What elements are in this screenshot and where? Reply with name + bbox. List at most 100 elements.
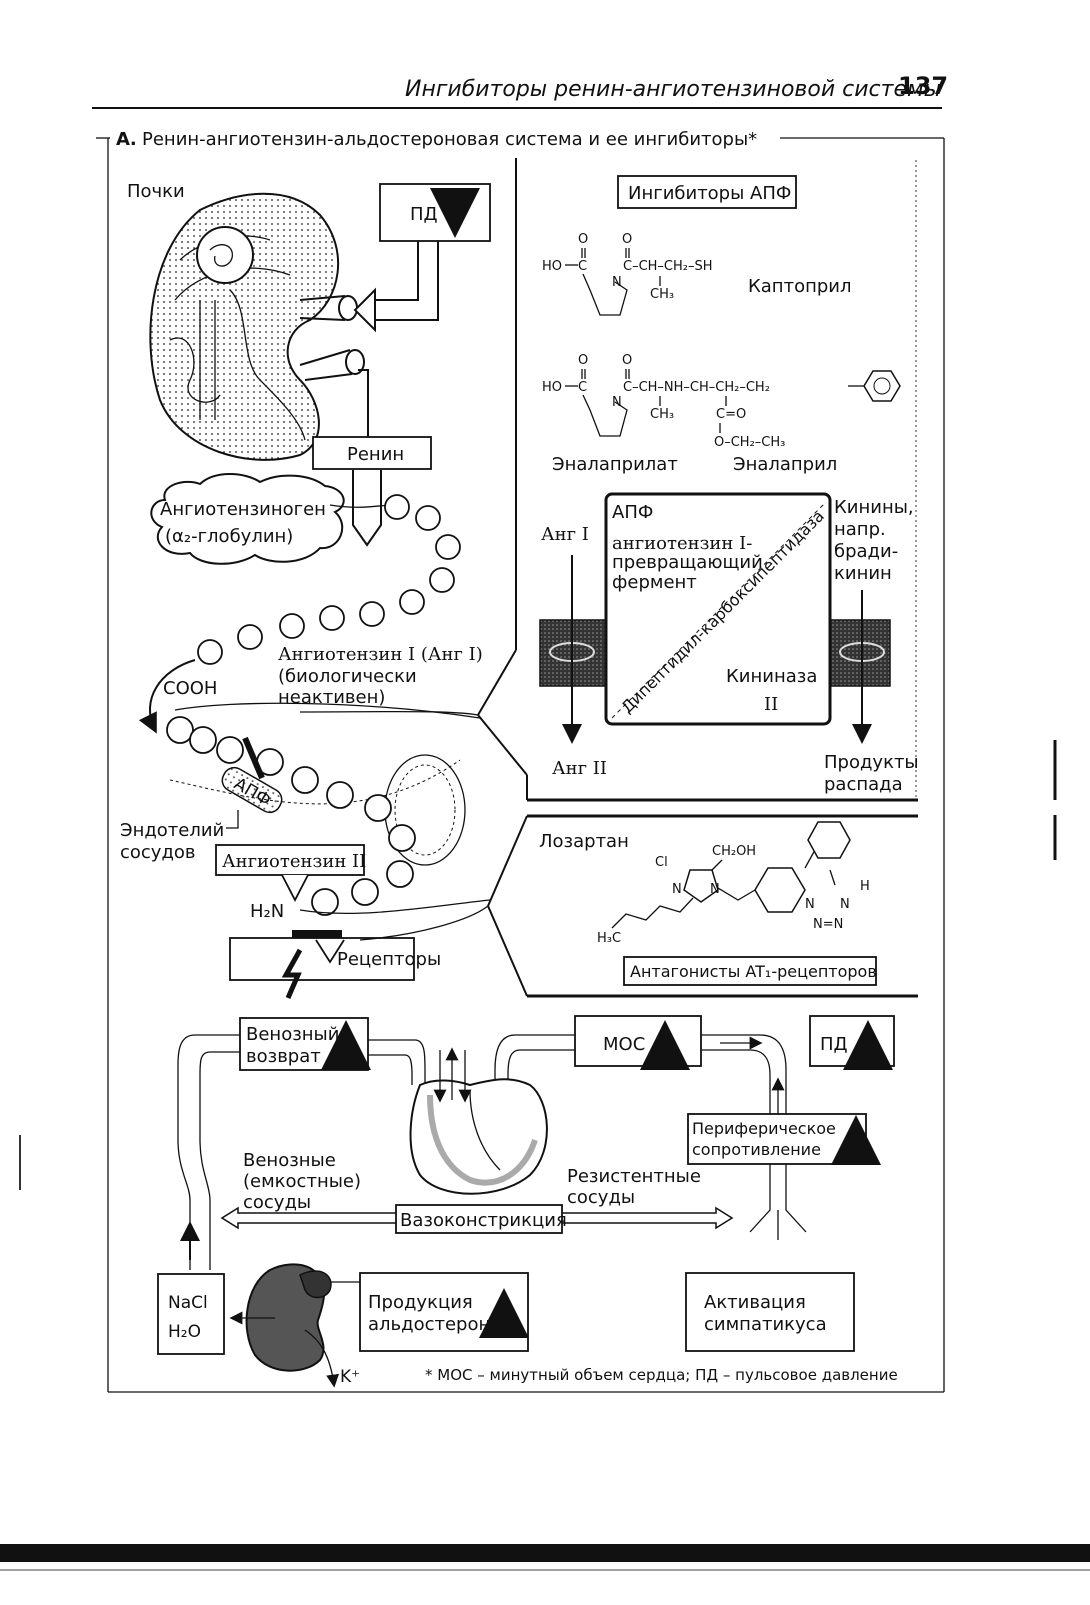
endothelium-label: Эндотелий [120, 820, 224, 841]
ang1-label: Ангиотензин I (Анг I) [278, 644, 483, 665]
svg-text:N: N [840, 897, 850, 912]
kininase-number: II [764, 694, 778, 715]
vasoconstriction-box [395, 1204, 563, 1234]
svg-text:N: N [710, 882, 720, 897]
kidney-illustration [149, 192, 365, 461]
running-title: Ингибиторы ренин-ангиотензиновой системы [405, 77, 941, 102]
svg-text:HO: HO [542, 259, 562, 274]
ace-ang2-label: Анг II [552, 758, 607, 779]
peripheral-resistance-label-2: сопротивление [692, 1140, 821, 1159]
cooh-arrow [138, 659, 196, 734]
svg-text:O: O [622, 353, 632, 368]
svg-text:HO: HO [542, 380, 562, 395]
resistive-vessels-label-1: Резистентные [567, 1166, 701, 1187]
aldosterone-label-2: альдостерона [368, 1314, 501, 1335]
angiotensinogen-chain [197, 494, 461, 665]
kinins-label-2: напр. [834, 519, 886, 540]
venous-return-label-1: Венозный [246, 1024, 339, 1045]
at1-antagonists-box [623, 956, 877, 986]
enalaprilat-name: Эналаприлат [552, 454, 678, 475]
venous-vessels-label-1: Венозные [243, 1150, 336, 1171]
ace-cleavage-mark [242, 736, 265, 780]
h2n-label: H₂N [250, 901, 284, 922]
figure-frame [96, 137, 945, 1393]
renin-box [312, 436, 432, 470]
svg-text:C: C [578, 259, 587, 274]
sympathetic-label-1: Активация [704, 1292, 806, 1313]
svg-text:H₃C: H₃C [597, 931, 621, 946]
mos-label: МОС [603, 1034, 645, 1055]
cooh-label: COOH [163, 678, 217, 699]
receptor-label: Рецепторы [337, 949, 441, 970]
ace-abbr: АПФ [612, 502, 653, 523]
svg-text:CH₂OH: CH₂OH [712, 844, 756, 859]
angiotensinogen-globulin: (α₂-глобулин) [165, 526, 293, 547]
angiotensinogen-label: Ангиотензиноген [160, 499, 326, 520]
peripheral-resistance-label-1: Периферическое [692, 1119, 836, 1138]
at1-antagonists-label: Антагонисты AT₁-рецепторов [630, 962, 877, 981]
sympathetic-label-2: симпатикуса [704, 1314, 827, 1335]
enalapril-structure: O O HO C C–CH–NH–CH–CH₂–CH₂ N CH₃ C=O O–… [542, 353, 901, 475]
svg-text:N=N: N=N [813, 917, 843, 932]
vasoconstriction-label: Вазоконстрикция [400, 1210, 567, 1231]
svg-text:CH₃: CH₃ [650, 287, 674, 302]
svg-text:O: O [578, 232, 588, 247]
enalapril-name: Эналаприл [733, 454, 837, 475]
svg-text:H: H [860, 879, 870, 894]
svg-text:O–CH₂–CH₃: O–CH₂–CH₃ [714, 435, 785, 450]
circulation-tubes [177, 1034, 807, 1270]
venous-vessels-label-3: сосуды [243, 1192, 311, 1213]
ace-line3: фермент [612, 572, 697, 593]
ace-ang1-label: Анг I [541, 524, 589, 545]
scan-edge-bar [0, 1544, 1090, 1562]
svg-text:C=O: C=O [716, 407, 746, 422]
ang2-box-label: Ангиотензин II [222, 851, 366, 872]
ace-inhibitors-title-box [617, 175, 797, 209]
sympathetic-box [685, 1272, 855, 1352]
vasoconstriction-arrow [220, 1206, 734, 1230]
ace-line2: превращающий [612, 552, 763, 573]
kininase-label: Кининаза [726, 666, 817, 687]
kinins-label-1: Кинины, [834, 497, 914, 518]
pd-box-label: ПД [410, 204, 438, 225]
pd-result-label: ПД [820, 1034, 848, 1055]
nacl-h2o-box [157, 1273, 225, 1355]
captopril-structure: O O HO C C–CH–CH₂–SH N CH₃ Каптоприл [542, 232, 851, 316]
kinins-label-3: бради- [834, 541, 898, 562]
ace-enzyme-box [604, 492, 832, 726]
captopril-name: Каптоприл [748, 276, 851, 297]
nacl-label: NaCl [168, 1293, 208, 1313]
figure-letter: А. [116, 129, 137, 150]
svg-text:N: N [805, 897, 815, 912]
losartan-panel-frame [487, 814, 918, 998]
aldosterone-label-1: Продукция [368, 1292, 473, 1313]
angiotensinogen-cloud [150, 473, 345, 565]
kinins-label-4: кинин [834, 563, 892, 584]
ang1-label-2: (биологически [278, 666, 417, 687]
ace-panel-frame [477, 158, 918, 802]
pd-to-kidney-arrow [353, 287, 376, 333]
receptor-bar [292, 930, 342, 938]
svg-text:CH₃: CH₃ [650, 407, 674, 422]
heart-illustration [409, 1047, 548, 1195]
adrenal-kidney-illustration [229, 1263, 360, 1388]
products-label-2: распада [824, 774, 903, 795]
resistive-vessels-label-2: сосуды [567, 1187, 635, 1208]
venous-vessels-label-2: (емкостные) [243, 1171, 361, 1192]
membrane-line [299, 899, 491, 914]
ang2-box [215, 844, 365, 876]
figure-title: Ренин-ангиотензин-альдостероновая систем… [142, 129, 757, 150]
svg-text:N: N [672, 882, 682, 897]
products-label-1: Продукты [824, 752, 919, 773]
ace-line1: ангиотензин I- [612, 533, 752, 554]
page-number: 137 [898, 72, 948, 100]
ang1-label-3: неактивен) [278, 687, 385, 708]
svg-text:C–CH–NH–CH–CH₂–CH₂: C–CH–NH–CH–CH₂–CH₂ [623, 380, 770, 395]
svg-text:C–CH–CH₂–SH: C–CH–CH₂–SH [623, 259, 713, 274]
svg-text:O: O [578, 353, 588, 368]
losartan-name: Лозартан [539, 831, 629, 852]
signal-bolt [281, 948, 303, 999]
losartan-structure: Cl CH₂OH N N N N N=N H H₃C [597, 821, 870, 946]
